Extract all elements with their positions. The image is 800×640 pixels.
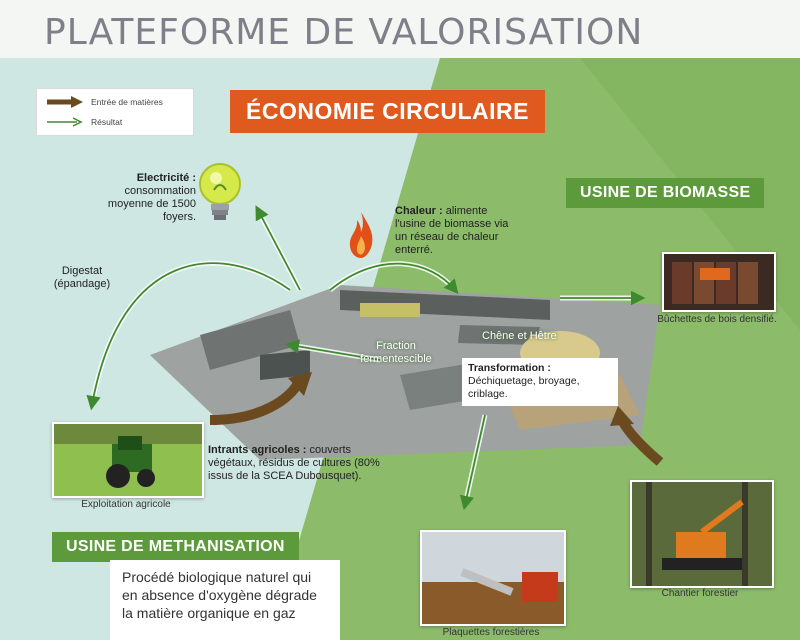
transformation-text: Déchiquetage, broyage, criblage. xyxy=(468,375,580,400)
title-band xyxy=(0,0,800,58)
legend-input-label: Entrée de matières xyxy=(91,97,163,107)
forest-caption: Chantier forestier xyxy=(661,588,739,599)
transformation-heading: Transformation : xyxy=(468,362,551,374)
heat-text: alimente l'usine de biomasse via un rése… xyxy=(395,205,509,256)
legend-output-label: Résultat xyxy=(91,117,123,127)
electricity-text: consommation moyenne de 1500 foyers. xyxy=(107,185,196,223)
output-arrow-icon xyxy=(47,117,83,127)
farm-photo xyxy=(52,422,204,498)
fraction-label: Fraction fermentescible xyxy=(360,340,432,365)
heat-heading: Chaleur : xyxy=(395,205,443,217)
digestate-label: Digestat (épandage) xyxy=(53,265,111,290)
transformation-box: Transformation : Déchiquetage, broyage, … xyxy=(462,358,618,406)
input-arrow-icon xyxy=(47,96,83,108)
farm-caption: Exploitation agricole xyxy=(81,499,171,510)
banner-biomass-plant: USINE DE BIOMASSE xyxy=(566,178,765,208)
heat-label: Chaleur : alimente l'usine de biomasse v… xyxy=(395,205,515,257)
flame-icon xyxy=(349,212,373,258)
electricity-heading: Electricité : xyxy=(136,172,196,184)
agri-inputs-label: Intrants agricoles : couverts végétaux, … xyxy=(208,444,388,483)
methanisation-description: Procédé biologique naturel qui en absenc… xyxy=(110,560,340,640)
agri-inputs-heading: Intrants agricoles : xyxy=(208,444,307,456)
banner-methanisation-plant: USINE DE METHANISATION xyxy=(52,532,299,562)
banner-circular-economy: ÉCONOMIE CIRCULAIRE xyxy=(230,90,545,133)
logs-caption: Bûchettes de bois densifié. xyxy=(657,314,777,325)
chips-caption: Plaquettes forestières xyxy=(442,627,540,638)
lightbulb-icon xyxy=(199,163,241,220)
forest-photo xyxy=(630,480,774,588)
chips-photo xyxy=(420,530,566,626)
electricity-label: Electricité : consommation moyenne de 15… xyxy=(100,172,196,224)
legend: Entrée de matières Résultat xyxy=(36,88,194,136)
species-label: Chêne et Hêtre xyxy=(482,330,557,342)
logs-photo xyxy=(662,252,776,312)
page-title: PLATEFORME DE VALORISATION xyxy=(44,12,644,53)
agri-inputs-text: couverts végétaux, résidus de cultures (… xyxy=(208,444,380,482)
